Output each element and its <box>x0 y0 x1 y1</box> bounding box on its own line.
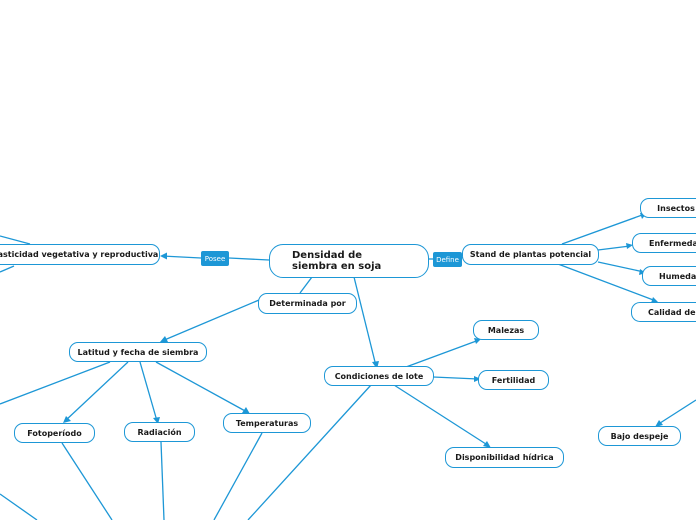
link-latitud-fotoperiodo <box>64 361 129 422</box>
link-condiciones-fertilidad <box>432 376 479 380</box>
node-determinada-por[interactable]: Determinada por <box>258 293 357 314</box>
link-central-condiciones <box>353 276 377 367</box>
link-offscreen-bajodespeje <box>656 399 696 426</box>
arrowhead-fotoperiodo <box>63 416 71 423</box>
node-latitud[interactable]: Latitud y fecha de siembra <box>69 342 207 362</box>
node-humedad[interactable]: Humedad <box>642 266 696 286</box>
link-determinada-latitud <box>161 299 260 342</box>
node-bajo-despeje[interactable]: Bajo despeje <box>598 426 681 446</box>
arrowhead-calidad <box>651 297 659 303</box>
link-radiacion-offscreen <box>160 441 165 520</box>
node-malezas[interactable]: Malezas <box>473 320 539 340</box>
node-disponibilidad[interactable]: Disponibilidad hídrica <box>445 447 564 468</box>
arrowhead-fertilidad <box>474 376 481 382</box>
central-node[interactable]: Densidad de siembra en soja <box>269 244 429 278</box>
link-plasticidad-offscreen-top <box>0 235 31 245</box>
node-insectos[interactable]: Insectos <box>640 198 696 218</box>
node-stand[interactable]: Stand de plantas potencial <box>462 244 599 265</box>
link-left-offscreen <box>0 493 38 520</box>
node-condiciones[interactable]: Condiciones de lote <box>324 366 434 386</box>
connector-posee[interactable]: Posee <box>201 251 229 266</box>
link-latitud-temperaturas <box>155 361 248 413</box>
link-posee-plasticidad <box>161 255 202 259</box>
link-fotoperiodo-offscreen <box>61 442 113 520</box>
link-stand-enfermedad <box>597 245 631 251</box>
link-condiciones-malezas <box>405 339 480 368</box>
link-stand-insectos <box>561 213 646 245</box>
node-fertilidad[interactable]: Fertilidad <box>478 370 549 390</box>
node-radiacion[interactable]: Radiación <box>124 422 195 442</box>
node-enfermedad[interactable]: Enfermedad <box>632 233 696 253</box>
connector-define[interactable]: Define <box>433 252 462 267</box>
link-central-posee <box>228 257 270 261</box>
arrowhead-latitud <box>160 336 168 342</box>
arrowhead-plasticidad <box>160 252 167 260</box>
arrowhead-bajodespeje <box>655 420 663 427</box>
link-condiciones-offscreen <box>247 384 372 520</box>
node-plasticidad[interactable]: Plasticidad vegetativa y reproductiva <box>0 244 160 265</box>
link-stand-humedad <box>597 261 645 273</box>
arrowhead-temperaturas <box>242 407 250 414</box>
arrowhead-disponibilidad <box>483 441 491 448</box>
link-central-determinada <box>299 276 313 294</box>
node-temperaturas[interactable]: Temperaturas <box>223 413 311 433</box>
link-temperaturas-offscreen <box>213 432 263 520</box>
node-fotoperiodo[interactable]: Fotoperíodo <box>14 423 95 443</box>
central-node-title: Densidad de siembra en soja <box>292 250 382 272</box>
arrowhead-enfermedad <box>626 243 633 249</box>
link-latitud-radiacion <box>139 361 158 422</box>
link-stand-calidad <box>557 263 657 302</box>
link-condiciones-disponibilidad <box>393 384 490 447</box>
node-calidad[interactable]: Calidad de si <box>631 302 696 322</box>
link-latitud-offscreen <box>0 361 111 405</box>
link-plasticidad-offscreen-bottom <box>0 265 15 273</box>
